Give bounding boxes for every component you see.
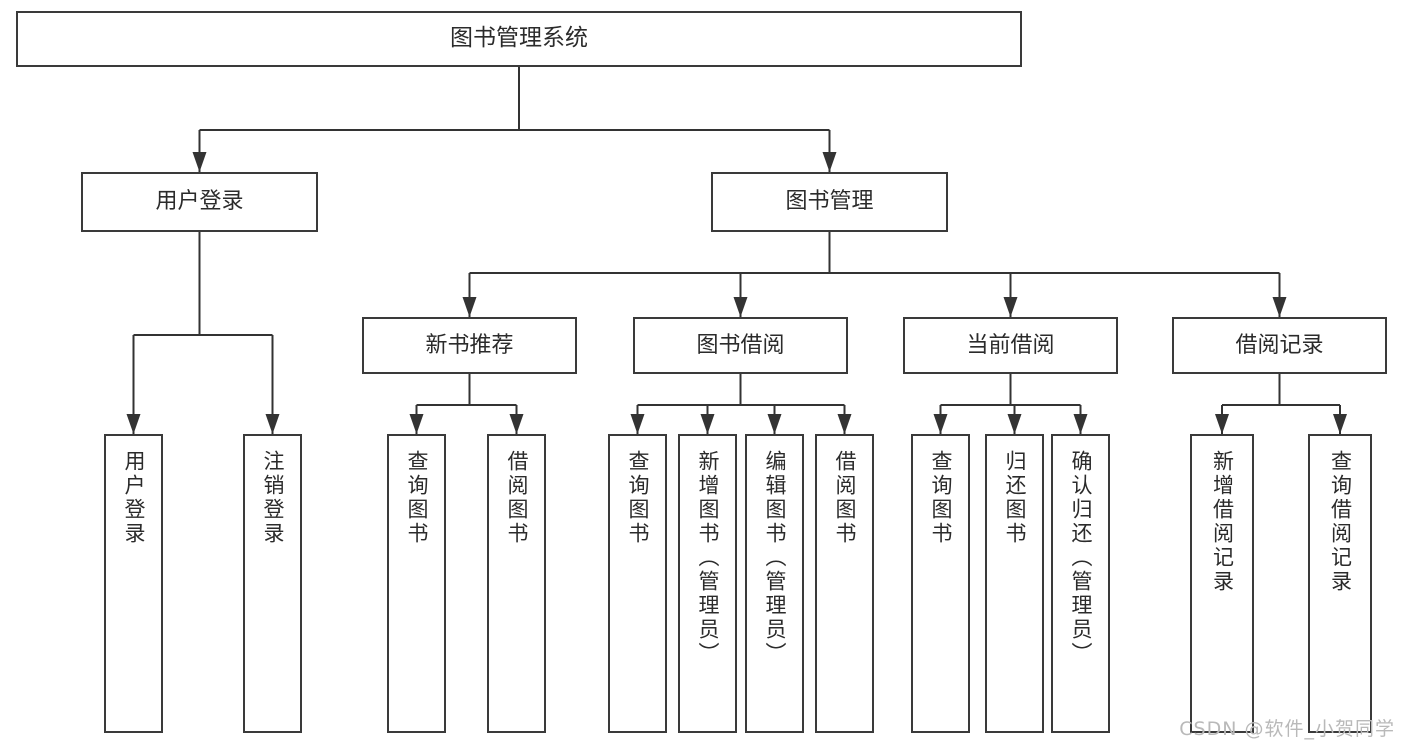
- arrowhead-icon: [509, 414, 524, 434]
- node-leaf-query-book-recommend[interactable]: 查询图书: [387, 434, 446, 733]
- node-leaf-confirm-return-admin[interactable]: 确认归还（管理员）: [1051, 434, 1110, 733]
- arrowhead-icon: [933, 414, 948, 434]
- arrowhead-icon: [700, 414, 715, 434]
- node-leaf-user-logout[interactable]: 注销登录: [243, 434, 302, 733]
- node-label-leaf-borrow-book: 借阅图书: [833, 450, 857, 546]
- arrowhead-icon: [837, 414, 852, 434]
- node-label-leaf-borrow-book-recommend: 借阅图书: [505, 450, 529, 546]
- arrowhead-icon: [1215, 414, 1229, 434]
- node-leaf-borrow-book[interactable]: 借阅图书: [815, 434, 874, 733]
- node-leaf-user-login[interactable]: 用户登录: [104, 434, 163, 733]
- node-label-book-borrow: 图书借阅: [696, 332, 785, 358]
- node-label-leaf-user-logout: 注销登录: [261, 450, 285, 546]
- node-label-leaf-user-login: 用户登录: [122, 450, 146, 546]
- node-label-root: 图书管理系统: [450, 25, 588, 52]
- node-leaf-borrow-book-recommend[interactable]: 借阅图书: [487, 434, 546, 733]
- node-leaf-query-book-borrow[interactable]: 查询图书: [608, 434, 667, 733]
- node-label-leaf-query-borrow-record: 查询借阅记录: [1328, 450, 1353, 594]
- node-leaf-query-borrow-record[interactable]: 查询借阅记录: [1308, 434, 1372, 733]
- node-label-leaf-return-book: 归还图书: [1003, 450, 1027, 546]
- arrowhead-icon: [126, 414, 141, 434]
- node-current-borrow[interactable]: 当前借阅: [903, 317, 1118, 374]
- node-label-leaf-query-book-recommend: 查询图书: [405, 450, 429, 546]
- node-label-borrow-record: 借阅记录: [1235, 332, 1324, 358]
- node-leaf-add-book-admin[interactable]: 新增图书（管理员）: [678, 434, 737, 733]
- node-label-new-book-recommend: 新书推荐: [425, 332, 514, 358]
- arrowhead-icon: [192, 152, 207, 172]
- node-label-leaf-query-book-current: 查询图书: [929, 450, 953, 546]
- node-root[interactable]: 图书管理系统: [16, 11, 1022, 67]
- arrowhead-icon: [1073, 414, 1088, 434]
- node-borrow-record[interactable]: 借阅记录: [1172, 317, 1387, 374]
- arrowhead-icon: [462, 297, 477, 317]
- node-book-manage[interactable]: 图书管理: [711, 172, 948, 232]
- node-label-leaf-confirm-return-admin: 确认归还（管理员）: [1069, 450, 1093, 666]
- arrowhead-icon: [630, 414, 645, 434]
- node-label-book-manage: 图书管理: [785, 189, 874, 215]
- node-label-leaf-add-borrow-record: 新增借阅记录: [1210, 450, 1235, 594]
- node-label-leaf-edit-book-admin: 编辑图书（管理员）: [763, 450, 787, 666]
- node-leaf-return-book[interactable]: 归还图书: [985, 434, 1044, 733]
- arrowhead-icon: [733, 297, 748, 317]
- node-leaf-edit-book-admin[interactable]: 编辑图书（管理员）: [745, 434, 804, 733]
- arrowhead-icon: [265, 414, 280, 434]
- node-new-book-recommend[interactable]: 新书推荐: [362, 317, 577, 374]
- node-leaf-query-book-current[interactable]: 查询图书: [911, 434, 970, 733]
- arrowhead-icon: [1272, 297, 1287, 317]
- node-label-current-borrow: 当前借阅: [966, 332, 1055, 358]
- arrowhead-icon: [409, 414, 424, 434]
- node-label-leaf-query-book-borrow: 查询图书: [626, 450, 650, 546]
- node-label-leaf-add-book-admin: 新增图书（管理员）: [696, 450, 720, 666]
- node-user-login[interactable]: 用户登录: [81, 172, 318, 232]
- arrowhead-icon: [822, 152, 837, 172]
- node-leaf-add-borrow-record[interactable]: 新增借阅记录: [1190, 434, 1254, 733]
- node-book-borrow[interactable]: 图书借阅: [633, 317, 848, 374]
- arrowhead-icon: [767, 414, 782, 434]
- arrowhead-icon: [1007, 414, 1022, 434]
- arrowhead-icon: [1333, 414, 1347, 434]
- watermark: CSDN @软件_小贺同学: [1179, 718, 1395, 740]
- node-label-user-login: 用户登录: [155, 189, 244, 215]
- arrowhead-icon: [1003, 297, 1018, 317]
